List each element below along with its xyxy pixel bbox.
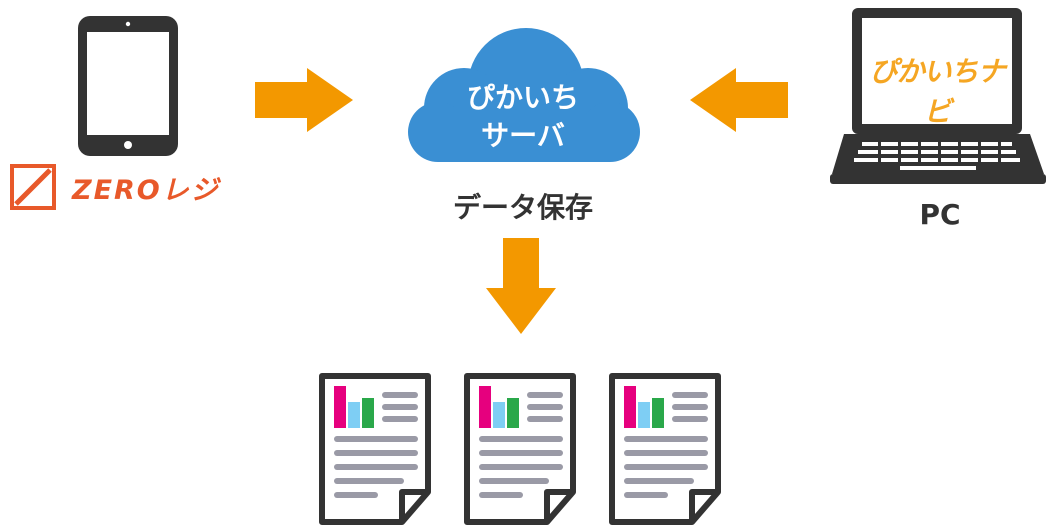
laptop-icon [830, 8, 1046, 184]
tablet-device [76, 14, 180, 158]
arrow-right-icon [255, 68, 355, 132]
zero-logo-mark [10, 164, 56, 210]
cloud-label-line1: ぴかいち [466, 81, 579, 114]
cloud-caption: データ保存 [452, 191, 593, 224]
cloud-server-icon [398, 24, 648, 174]
arrow-left-icon [688, 68, 788, 132]
pc-screen-logo: ぴかいちナビ [869, 55, 1005, 128]
tablet-icon [78, 16, 178, 156]
report-document-icon [467, 376, 573, 522]
report-document-icon [322, 376, 428, 522]
reports-group [318, 372, 738, 526]
pc-label: PC [919, 198, 961, 231]
arrow-down-icon [486, 238, 556, 336]
laptop-device [830, 6, 1046, 188]
cloud-label-line2: サーバ [481, 119, 565, 152]
zero-brand-label: ZEROレジ [72, 175, 220, 206]
report-document-icon [612, 376, 718, 522]
